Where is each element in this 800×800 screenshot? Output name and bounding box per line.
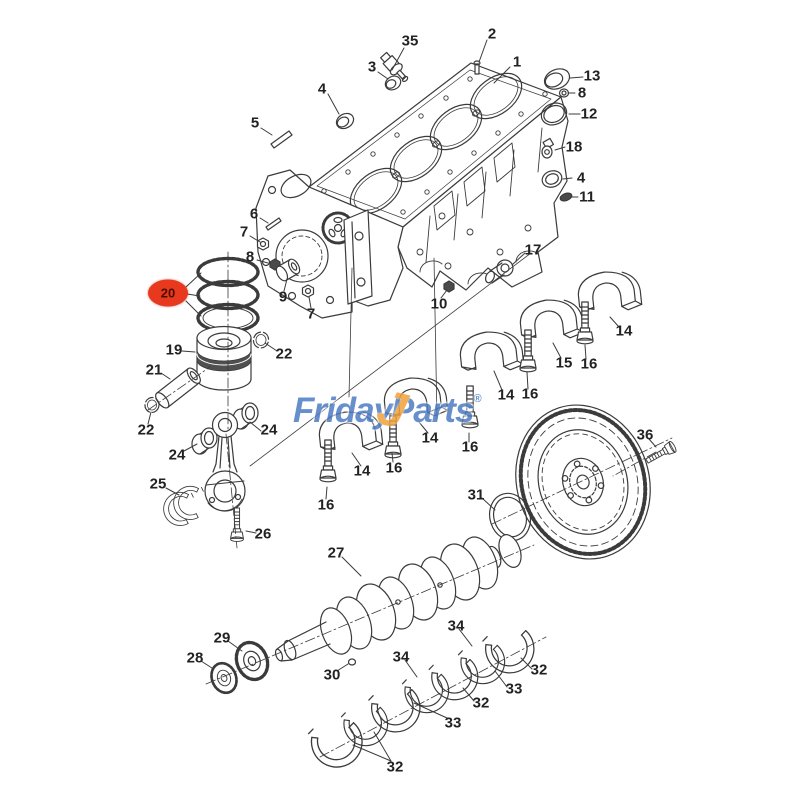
group-lines <box>249 252 532 467</box>
watermark-text-right: Parts <box>390 391 475 430</box>
plug-11 <box>559 192 573 202</box>
seal-ring-31 <box>488 492 532 542</box>
plug-3 <box>384 75 402 91</box>
callout-4: 4 <box>576 169 586 187</box>
cup-plug-13 <box>543 68 571 90</box>
callout-24: 24 <box>260 421 278 439</box>
callout-10: 10 <box>430 295 448 313</box>
elbow-fitting-17 <box>484 259 514 284</box>
callout-35: 35 <box>401 32 419 50</box>
callout-19: 19 <box>165 341 183 359</box>
callout-31: 31 <box>467 486 485 504</box>
callout-14: 14 <box>421 429 439 447</box>
callout-32: 32 <box>472 694 490 712</box>
callout-16: 16 <box>385 459 403 477</box>
callout-30: 30 <box>323 666 341 684</box>
highlight-label: 20 <box>160 285 176 301</box>
dowel-5 <box>270 130 293 149</box>
callout-34: 34 <box>392 648 410 666</box>
block-side-detail <box>416 127 543 285</box>
connecting-rod <box>204 411 246 512</box>
callout-14: 14 <box>353 462 371 480</box>
callout-7: 7 <box>239 223 249 241</box>
dowel-6 <box>265 217 282 231</box>
callout-16: 16 <box>580 355 598 373</box>
seal-4-right <box>541 170 563 188</box>
callout-32: 32 <box>530 661 548 679</box>
circlip-22-right <box>252 331 270 349</box>
highlight-leaders <box>185 272 202 317</box>
callout-32: 32 <box>386 758 404 776</box>
small-parts-right <box>443 68 573 293</box>
engine-block <box>255 62 569 319</box>
crankshaft <box>274 534 522 662</box>
callout-24: 24 <box>168 446 186 464</box>
nut-7-lower <box>301 284 315 298</box>
bushing-9 <box>275 258 301 282</box>
registered-mark: ® <box>473 393 482 405</box>
callout-28: 28 <box>186 649 204 667</box>
callout-12: 12 <box>580 105 598 123</box>
callout-16: 16 <box>317 496 335 514</box>
stud-2 <box>473 60 481 75</box>
fridayparts-watermark: FridayJParts® <box>293 376 482 439</box>
piston <box>196 325 252 391</box>
callout-27: 27 <box>327 544 345 562</box>
flywheel <box>515 404 651 560</box>
callout-17: 17 <box>524 241 542 259</box>
highlight-oval-part-20: 20 <box>148 279 188 307</box>
callout-6: 6 <box>249 205 259 223</box>
callout-33: 33 <box>444 714 462 732</box>
callout-16: 16 <box>461 438 479 456</box>
centerlines <box>147 251 673 758</box>
small-parts-left <box>256 217 315 298</box>
callout-2: 2 <box>487 25 497 43</box>
callout-29: 29 <box>213 629 231 647</box>
callout-22: 22 <box>275 345 293 363</box>
rod-bushing-24-left <box>191 427 218 455</box>
callout-25: 25 <box>149 475 167 493</box>
callout-21: 21 <box>145 361 163 379</box>
rod-bushing-24-right <box>232 402 259 430</box>
callout-36: 36 <box>636 426 654 444</box>
callout-3: 3 <box>367 58 377 76</box>
callout-15: 15 <box>555 354 573 372</box>
callout-11: 11 <box>579 188 595 206</box>
callout-5: 5 <box>250 114 260 132</box>
front-gear-housing <box>255 169 404 319</box>
o-ring-12 <box>540 102 568 126</box>
callout-22: 22 <box>137 421 155 439</box>
callout-1: 1 <box>512 53 522 71</box>
callout-8: 8 <box>577 84 587 102</box>
gasket-bolt-holes <box>321 76 548 215</box>
piston-pin-21 <box>155 367 201 409</box>
watermark-text-left: Friday <box>293 391 393 430</box>
cup-plug-4-left <box>335 112 355 130</box>
key-30 <box>347 658 357 666</box>
callout-7: 7 <box>306 305 316 323</box>
callout-26: 26 <box>254 525 272 543</box>
callout-18: 18 <box>565 138 583 156</box>
callout-9: 9 <box>278 288 288 306</box>
nut-10 <box>443 280 455 293</box>
callout-14: 14 <box>615 322 633 340</box>
callout-14: 14 <box>497 386 515 404</box>
callout-13: 13 <box>583 67 601 85</box>
callout-33: 33 <box>505 680 523 698</box>
circlip-22-left <box>144 396 160 414</box>
callout-16: 16 <box>521 385 539 403</box>
callout-4: 4 <box>317 80 327 98</box>
leader-lines <box>147 39 657 762</box>
fitting-18 <box>541 137 555 159</box>
callout-34: 34 <box>447 617 465 635</box>
callout-8: 8 <box>245 248 255 266</box>
